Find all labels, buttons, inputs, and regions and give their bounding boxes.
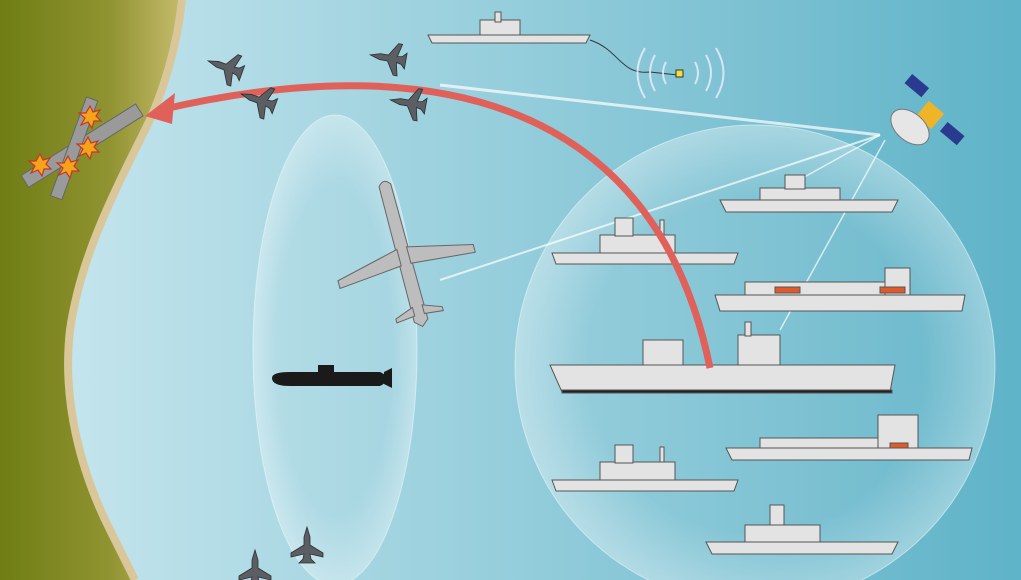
- satellite-icon: [890, 73, 965, 146]
- arrowhead: [145, 93, 175, 124]
- sonar-buoy-icon: [589, 39, 725, 99]
- destroyer-icon: [551, 217, 739, 265]
- submarine-icon: [272, 365, 392, 388]
- destroyer-icon: [551, 444, 739, 492]
- coastline: [64, 0, 186, 580]
- frigate-icon: [719, 174, 899, 213]
- supply-ship-icon: [725, 414, 973, 461]
- strike-arc: [159, 82, 714, 369]
- supply-ship-icon: [714, 267, 966, 312]
- destroyer-icon: [427, 11, 591, 44]
- aircraft-coverage-zone: [252, 114, 418, 580]
- carrier-icon: [549, 321, 896, 394]
- frigate-icon: [705, 504, 899, 555]
- patrol-aircraft-icon: [337, 180, 476, 328]
